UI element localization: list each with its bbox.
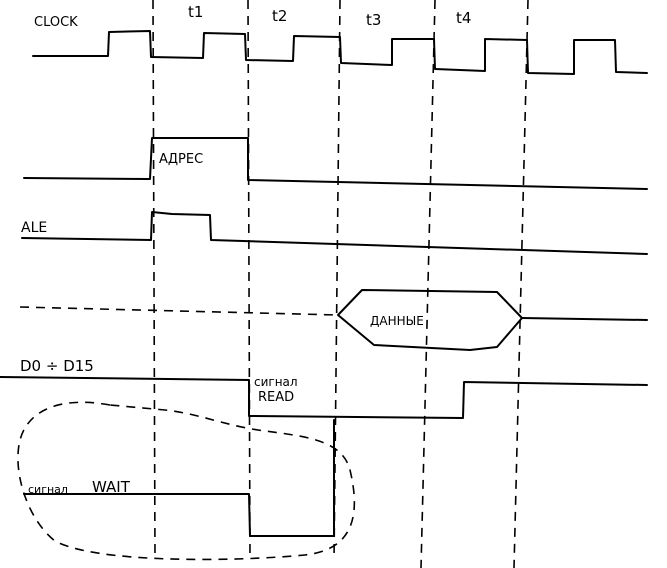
period-label-t2: t2 <box>272 7 287 25</box>
boundary-line-4 <box>420 0 436 568</box>
data-bus-idle-line <box>19 306 339 316</box>
period-label-t1: t1 <box>188 3 203 21</box>
clock-label: CLOCK <box>34 15 78 30</box>
ale-label: ALE <box>21 220 47 236</box>
period-boundaries <box>152 0 529 568</box>
read-label-line2: READ <box>258 390 294 405</box>
boundary-line-1 <box>152 0 156 561</box>
ale-waveform <box>21 211 648 255</box>
boundary-line-5 <box>513 0 529 568</box>
read-label-line1: сигнал <box>254 375 298 389</box>
bus-label: D0 ÷ D15 <box>20 357 94 375</box>
wait-highlight-outline <box>17 401 356 561</box>
period-label-t4: t4 <box>456 9 471 27</box>
period-label-t3: t3 <box>366 11 381 29</box>
clock-waveform <box>32 30 648 75</box>
wait-prefix-label: сигнал <box>28 483 68 496</box>
data-label: ДАННЫЕ <box>370 314 424 328</box>
wait-waveform <box>23 419 335 537</box>
address-waveform <box>23 137 648 190</box>
address-label: АДРЕС <box>159 152 203 167</box>
boundary-line-2 <box>247 0 251 561</box>
data-bus-after-line <box>521 317 648 321</box>
read-waveform <box>0 376 648 419</box>
data-eye-shape <box>337 289 523 351</box>
wait-name-label: WAIT <box>92 478 131 496</box>
